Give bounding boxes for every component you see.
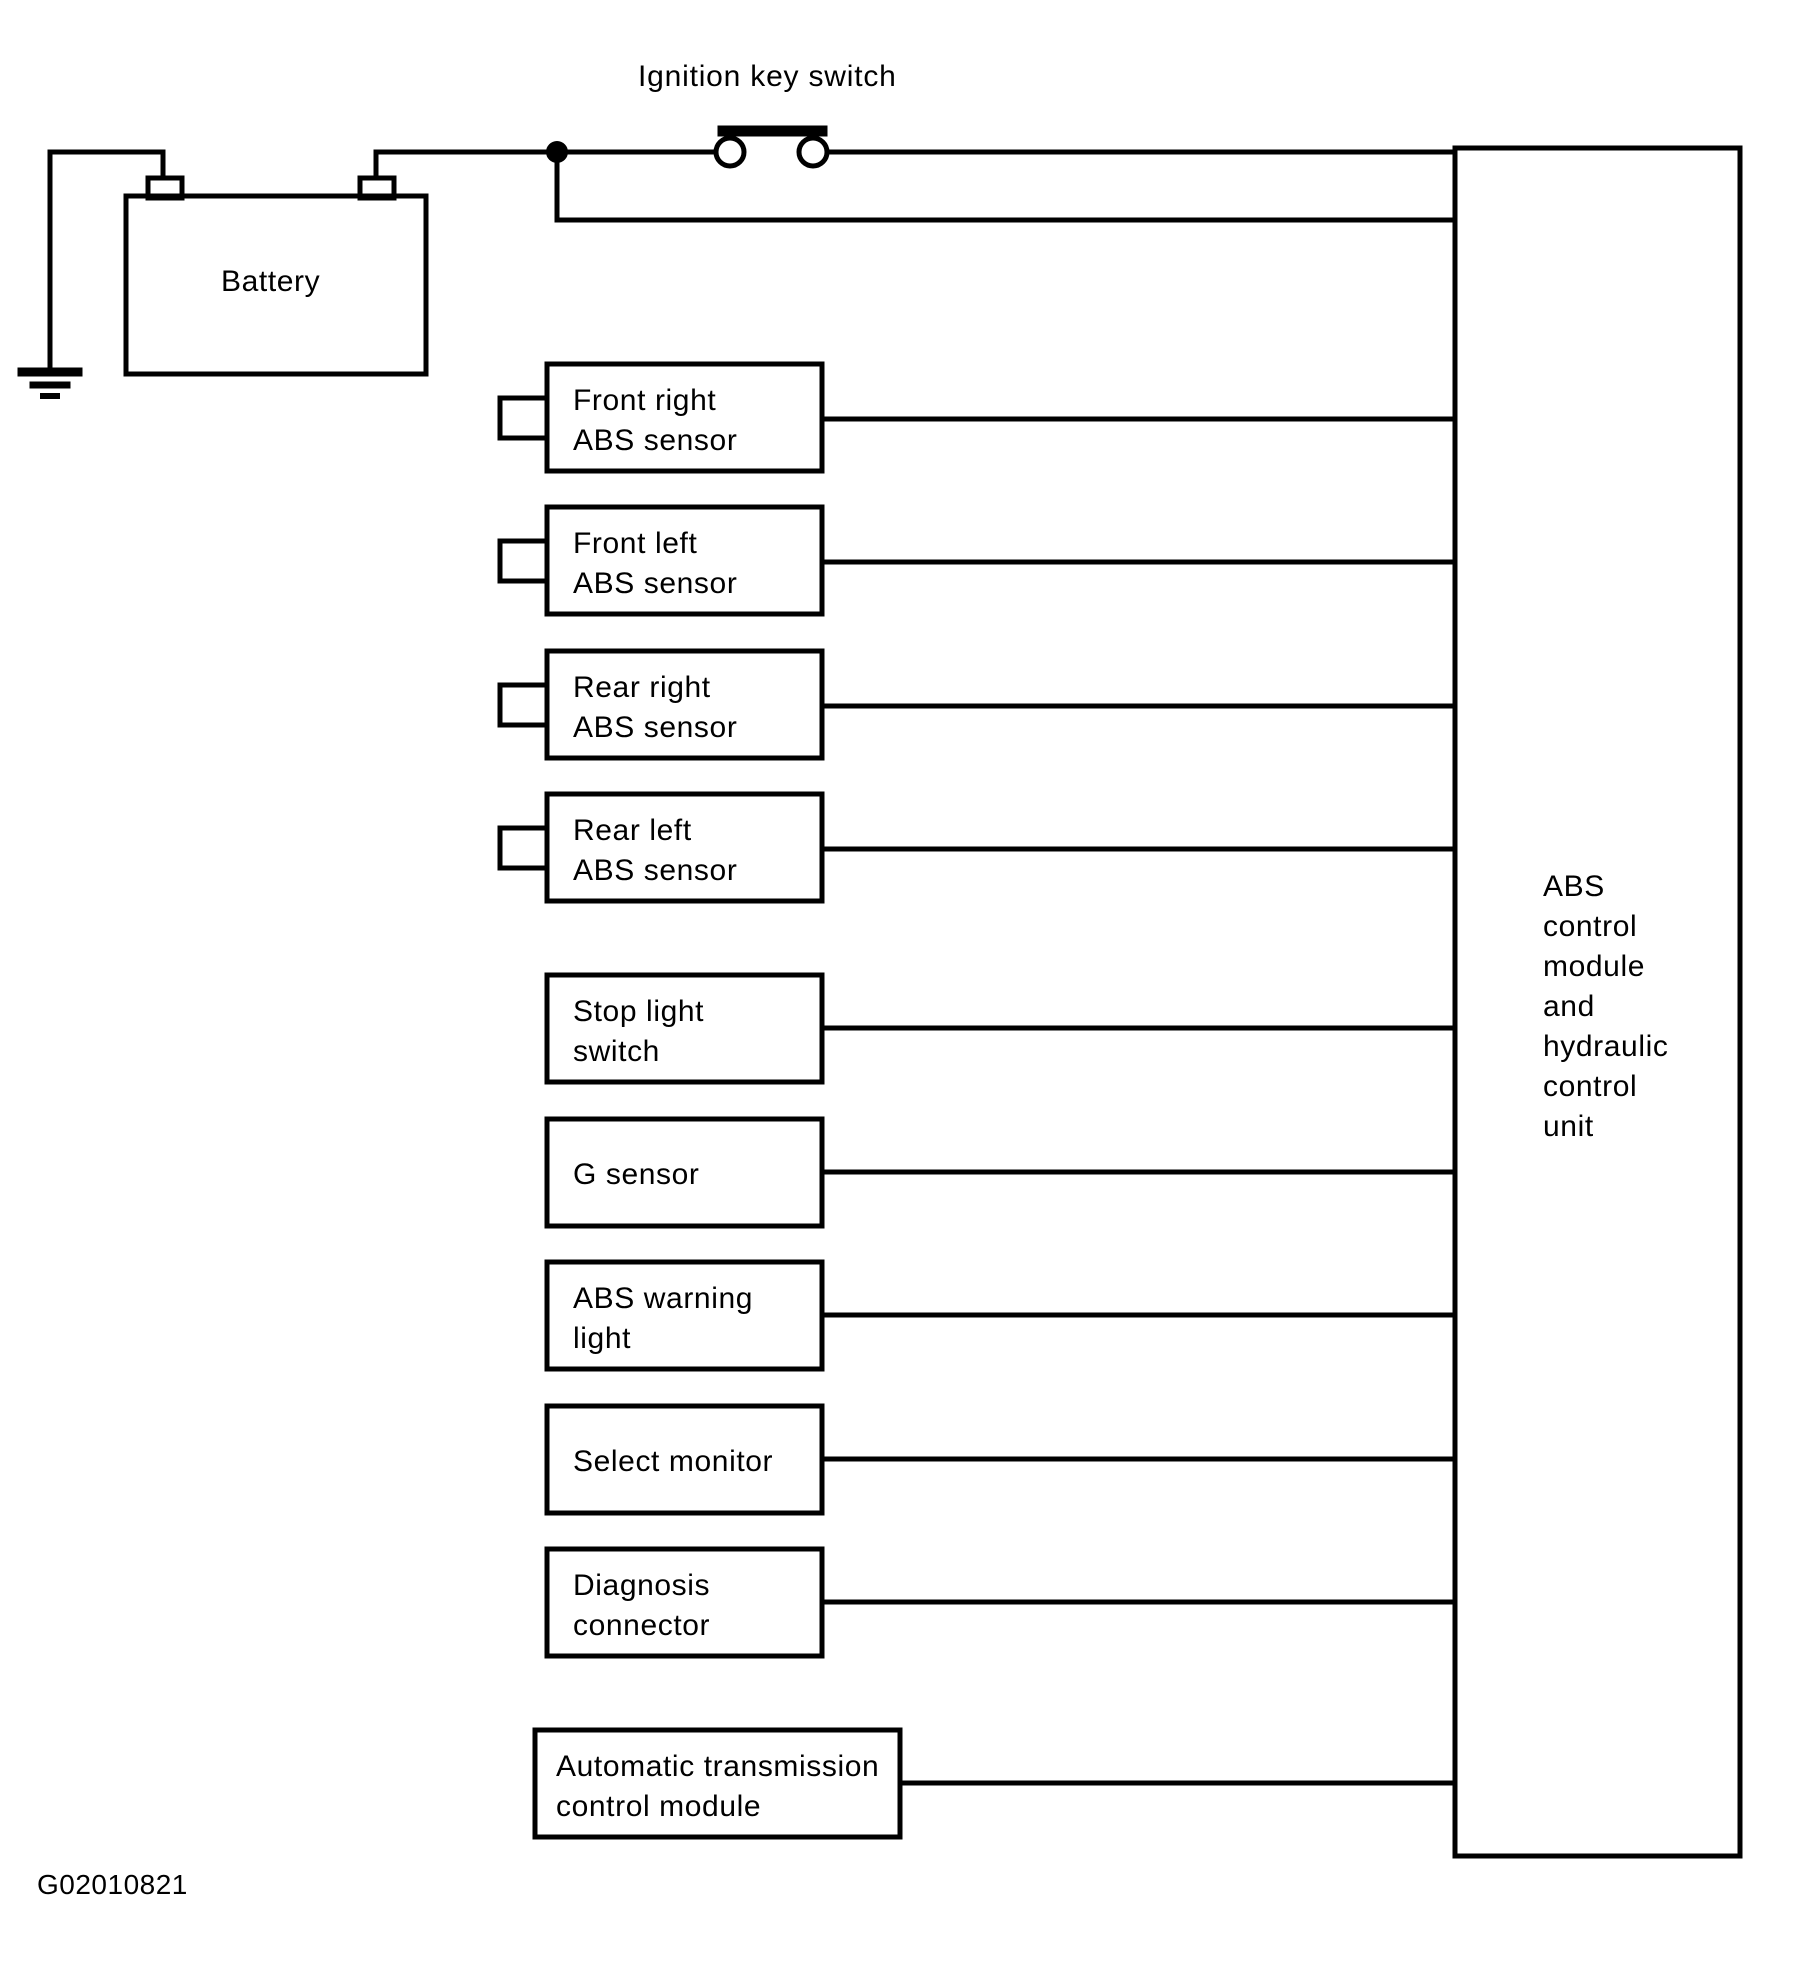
ignition-key-switch-title: Ignition key switch <box>638 60 897 93</box>
figure-code-label: G02010821 <box>37 1869 188 1900</box>
ignition-switch-contact-left <box>713 135 747 169</box>
rear-left-abs-sensor-connector-tab <box>497 825 550 871</box>
constant-power-branch-wire <box>554 149 1458 223</box>
power-junction-dot <box>546 141 568 163</box>
front-left-abs-sensor-label-line1: Front left <box>573 527 698 560</box>
abs-control-module-label-line2: control <box>1543 910 1638 943</box>
select-monitor-label: Select monitor <box>573 1445 774 1478</box>
abs-control-module-label-line4: and <box>1543 990 1595 1023</box>
abs-control-module-label-line5: hydraulic <box>1543 1030 1669 1063</box>
rear-right-abs-sensor-connector-tab <box>497 682 550 728</box>
abs-control-module-box <box>1452 145 1743 1859</box>
battery-negative-terminal <box>145 175 185 201</box>
battery-ground-wire <box>47 149 166 258</box>
front-right-abs-sensor-label-line1: Front right <box>573 384 717 417</box>
g-sensor-label: G sensor <box>573 1158 700 1191</box>
diagnosis-connector-label-line1: Diagnosis <box>573 1569 711 1602</box>
automatic-transmission-control-module-label-line2: control module <box>556 1790 762 1823</box>
battery-body <box>123 193 429 377</box>
abs-control-module-label-line6: control <box>1543 1070 1638 1103</box>
rear-right-abs-sensor-label-line2: ABS sensor <box>573 711 738 744</box>
front-right-abs-sensor-label-line2: ABS sensor <box>573 424 738 457</box>
rear-left-abs-sensor-label-line1: Rear left <box>573 814 692 847</box>
stop-light-switch-label-line1: Stop light <box>573 995 705 1028</box>
battery-positive-wire <box>373 149 560 181</box>
rear-left-abs-sensor-label-line2: ABS sensor <box>573 854 738 887</box>
ignition-switch-contact-right <box>796 135 830 169</box>
abs-warning-light-label-line2: light <box>573 1322 632 1355</box>
battery-label: Battery <box>221 265 321 298</box>
abs-control-module-label-line7: unit <box>1543 1110 1594 1143</box>
rear-right-abs-sensor-label-line1: Rear right <box>573 671 711 704</box>
abs-control-module-label-line3: module <box>1543 950 1645 983</box>
front-left-abs-sensor-connector-tab <box>497 538 550 584</box>
stop-light-switch-label-line2: switch <box>573 1035 660 1068</box>
abs-control-module-label-line1: ABS <box>1543 870 1605 903</box>
automatic-transmission-control-module-label-line1: Automatic transmission <box>556 1750 880 1783</box>
abs-warning-light-label-line1: ABS warning <box>573 1282 754 1315</box>
diagnosis-connector-label-line2: connector <box>573 1609 711 1642</box>
battery-positive-terminal <box>357 175 397 201</box>
front-left-abs-sensor-label-line2: ABS sensor <box>573 567 738 600</box>
front-right-abs-sensor-connector-tab <box>497 395 550 441</box>
